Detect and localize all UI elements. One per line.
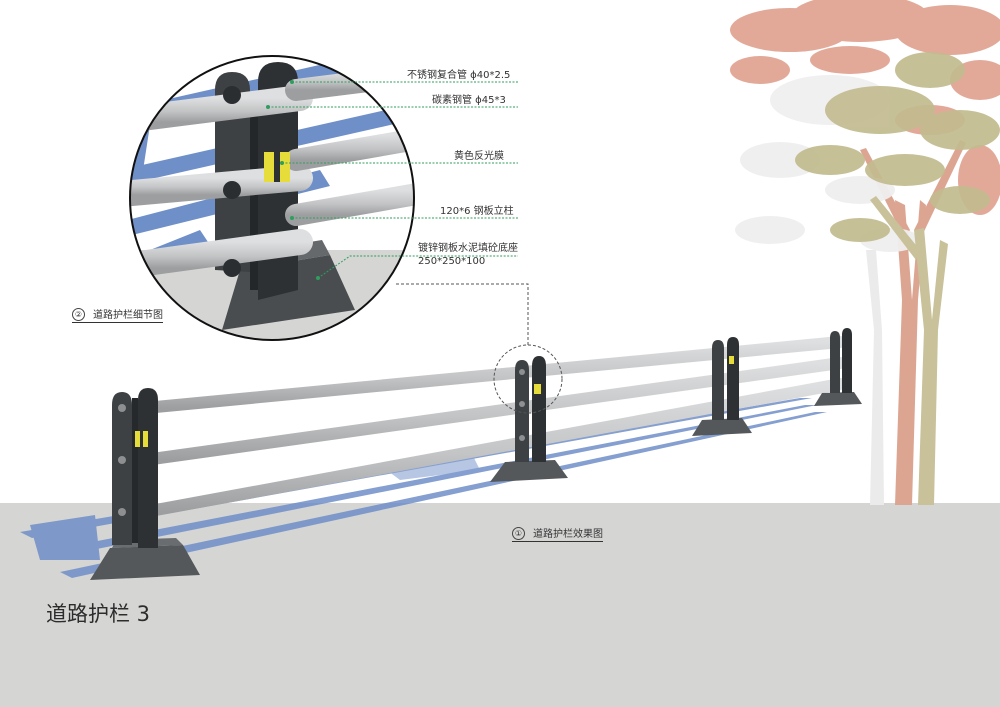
detail-leader [395,283,529,345]
callout-dot-3 [280,161,284,165]
callout-label-steel-post: 120*6 钢板立柱 [440,206,514,217]
detail-lens [130,56,414,340]
callout-dot-2 [266,105,270,109]
effect-caption: ① 道路护栏效果图 [512,525,603,542]
callout-dot-4 [290,216,294,220]
callout-dot-1 [290,80,294,84]
callout-label-reflective-film: 黄色反光膜 [454,151,504,162]
post-front [90,388,200,580]
detail-focus-circle [493,344,563,414]
tree-white [735,75,920,505]
detail-caption: ② 道路护栏细节图 [72,306,163,323]
detail-caption-text: 道路护栏细节图 [93,310,163,321]
callout-leaders [268,81,518,279]
ground-plane [0,503,1000,707]
callout-label-composite-pipe: 不锈钢复合管 ϕ40*2.5 [407,70,511,81]
callout-label-base-name: 镀锌钢板水泥填砼底座 [418,243,518,254]
callout-label-base: 镀锌钢板水泥填砼底座 250*250*100 [418,242,518,268]
callout-label-carbon-pipe: 碳素钢管 ϕ45*3 [432,95,506,106]
page-title: 道路护栏 3 [46,602,151,626]
effect-caption-text: 道路护栏效果图 [533,529,603,540]
post-third [692,337,752,436]
rail-pipes [139,336,846,518]
detail-caption-number: ② [72,308,85,321]
post-middle [490,356,568,482]
post-far [814,328,862,406]
detail-lens-border [129,55,415,341]
effect-caption-number: ① [512,527,525,540]
callout-label-base-size: 250*250*100 [418,256,486,267]
callout-dot-5 [316,276,320,280]
tree-olive [795,52,1000,505]
